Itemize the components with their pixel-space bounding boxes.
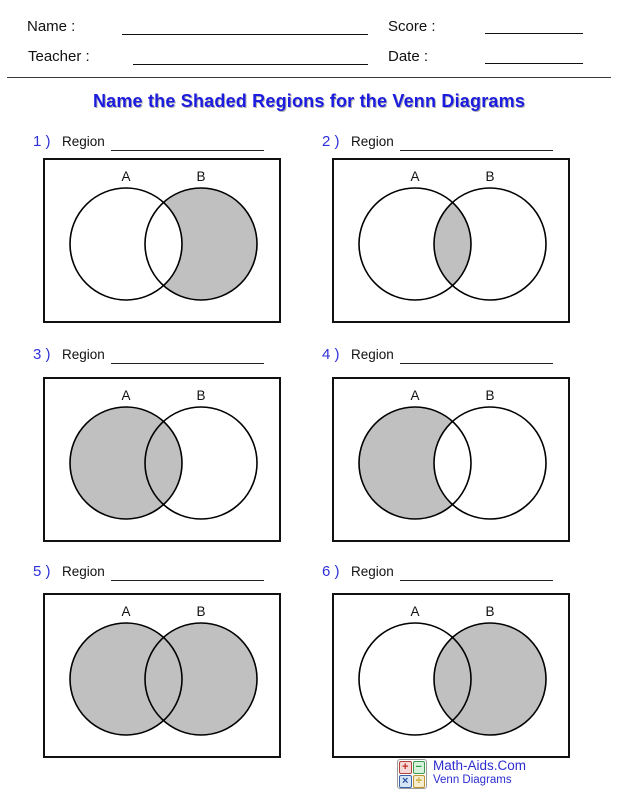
- circle-a-label: A: [410, 604, 419, 619]
- venn-diagram-svg: A B: [358, 169, 547, 301]
- region-answer-line[interactable]: [399, 361, 553, 364]
- region-answer-line[interactable]: [110, 361, 264, 364]
- circle-b-outline: [144, 406, 258, 520]
- name-label: Name :: [27, 18, 76, 35]
- region-label: Region: [351, 134, 394, 149]
- problem-number: 3 ): [33, 346, 51, 363]
- region-answer-line[interactable]: [110, 148, 264, 151]
- date-input-line[interactable]: [485, 63, 583, 64]
- score-label: Score :: [388, 18, 436, 35]
- problem-number: 5 ): [33, 563, 51, 580]
- venn-diagram-5: A B: [43, 593, 281, 758]
- circle-b-outline: [433, 187, 547, 301]
- circle-b-outline: [144, 622, 258, 736]
- circle-b-label: B: [485, 604, 494, 619]
- circle-a-outline: [69, 622, 183, 736]
- venn-diagram-2: A B: [332, 158, 570, 323]
- circle-b-outline: [144, 187, 258, 301]
- circle-b-label: B: [196, 388, 205, 403]
- region-label: Region: [351, 347, 394, 362]
- circle-a-label: A: [410, 388, 419, 403]
- circle-a-label: A: [121, 388, 130, 403]
- venn-diagram-svg: A B: [358, 388, 547, 520]
- venn-diagram-3: A B: [43, 377, 281, 542]
- circle-a-outline: [69, 406, 183, 520]
- circle-a-label: A: [121, 604, 130, 619]
- circle-b-outline: [433, 622, 547, 736]
- problem-number: 4 ): [322, 346, 340, 363]
- circle-a-outline: [358, 622, 472, 736]
- circle-a-outline: [69, 187, 183, 301]
- circle-b-outline: [433, 406, 547, 520]
- circle-a-label: A: [410, 169, 419, 184]
- venn-diagram-4: A B: [332, 377, 570, 542]
- score-input-line[interactable]: [485, 33, 583, 34]
- name-input-line[interactable]: [122, 34, 368, 35]
- circle-b-label: B: [196, 604, 205, 619]
- problem-6-label: 6 ) Region: [322, 563, 553, 581]
- circle-a-label: A: [121, 169, 130, 184]
- teacher-label: Teacher :: [28, 48, 90, 65]
- problem-3-label: 3 ) Region: [33, 346, 264, 364]
- minus-icon: −: [412, 761, 425, 774]
- venn-diagram-svg: A B: [69, 604, 258, 736]
- header-divider: [7, 77, 611, 78]
- circle-a-outline: [358, 187, 472, 301]
- worksheet-type-label: Venn Diagrams: [433, 774, 512, 786]
- region-answer-line[interactable]: [399, 148, 553, 151]
- problem-2-label: 2 ) Region: [322, 133, 553, 151]
- circle-b-label: B: [196, 169, 205, 184]
- problem-5-label: 5 ) Region: [33, 563, 264, 581]
- problem-number: 1 ): [33, 133, 51, 150]
- divide-icon: ÷: [412, 775, 425, 788]
- region-label: Region: [62, 564, 105, 579]
- venn-diagram-svg: A B: [358, 604, 547, 736]
- circle-b-label: B: [485, 169, 494, 184]
- region-answer-line[interactable]: [399, 578, 553, 581]
- circle-a-outline: [358, 406, 472, 520]
- math-aids-link[interactable]: Math-Aids.Com: [433, 758, 527, 773]
- plus-icon: +: [399, 761, 412, 774]
- problem-4-label: 4 ) Region: [322, 346, 553, 364]
- region-label: Region: [351, 564, 394, 579]
- multiply-icon: ×: [399, 775, 412, 788]
- page-title: Name the Shaded Regions for the Venn Dia…: [92, 91, 526, 111]
- region-label: Region: [62, 134, 105, 149]
- venn-diagram-svg: A B: [69, 169, 258, 301]
- venn-diagram-svg: A B: [69, 388, 258, 520]
- region-answer-line[interactable]: [110, 578, 264, 581]
- math-aids-logo: + − × ÷: [397, 759, 427, 789]
- circle-b-label: B: [485, 388, 494, 403]
- teacher-input-line[interactable]: [133, 64, 368, 65]
- problem-number: 6 ): [322, 563, 340, 580]
- venn-diagram-6: A B: [332, 593, 570, 758]
- problem-number: 2 ): [322, 133, 340, 150]
- region-label: Region: [62, 347, 105, 362]
- venn-diagram-1: A B: [43, 158, 281, 323]
- date-label: Date :: [388, 48, 429, 65]
- problem-1-label: 1 ) Region: [33, 133, 264, 151]
